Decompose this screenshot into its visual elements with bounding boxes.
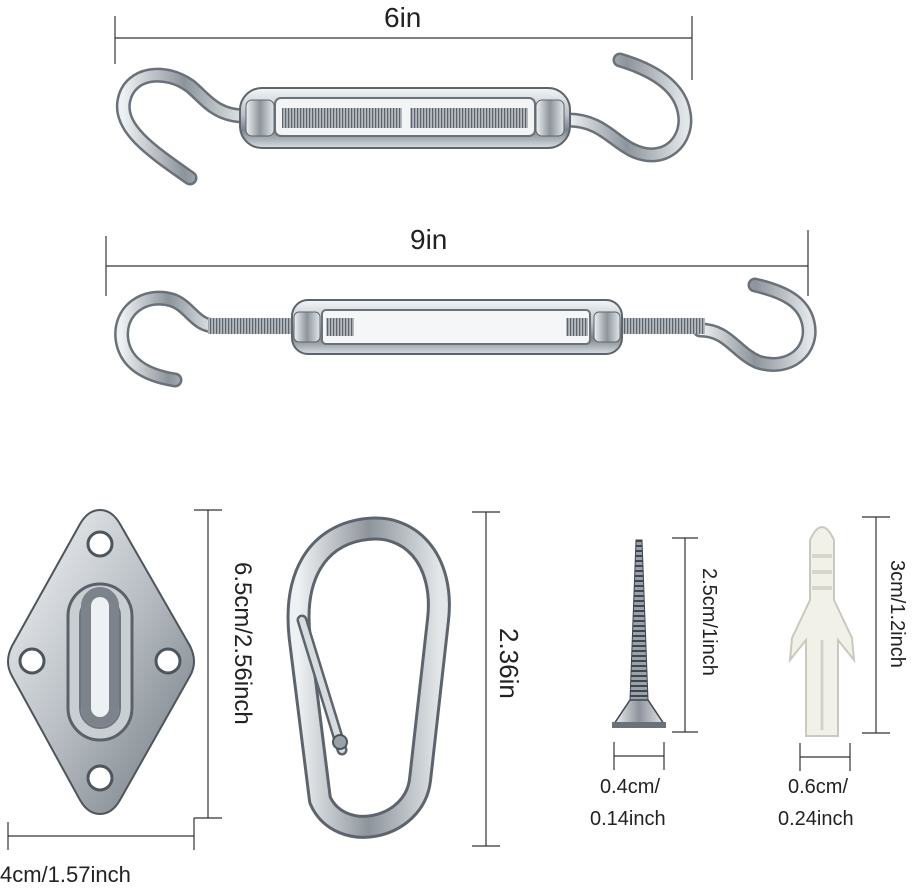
label-9in: 9in (410, 224, 448, 255)
diamond-pad-eye (7, 508, 195, 816)
dim-line-6in (114, 16, 693, 80)
label-screw-height: 2.5cm/1inch (698, 568, 720, 676)
turnbuckle-9in (114, 277, 817, 388)
wall-anchor (788, 526, 856, 737)
label-6in: 6in (384, 2, 422, 33)
turnbuckle-6in (115, 52, 693, 186)
label-screw-width-1: 0.4cm/ (600, 776, 661, 798)
dim-line-pad-eye-height (194, 509, 222, 819)
label-anchor-width-2: 0.24inch (778, 808, 854, 830)
label-pad-eye-width: 4cm/1.57inch (0, 862, 131, 887)
dim-line-anchor-height (862, 516, 890, 734)
carabiner (286, 516, 451, 839)
label-anchor-width-1: 0.6cm/ (788, 776, 849, 798)
wood-screw (612, 539, 666, 728)
label-carabiner-height: 2.36in (494, 628, 524, 699)
dim-line-9in (105, 230, 809, 296)
label-pad-eye-height: 6.5cm/2.56inch (229, 562, 256, 725)
dim-line-carabiner (472, 511, 500, 847)
dim-line-screw-height (672, 537, 698, 733)
label-anchor-height: 3cm/1.2inch (886, 560, 908, 668)
label-screw-width-2: 0.14inch (590, 808, 666, 830)
dim-line-screw-width (613, 742, 665, 770)
dim-line-pad-eye-width (7, 818, 195, 850)
dim-line-anchor-width (799, 743, 851, 771)
